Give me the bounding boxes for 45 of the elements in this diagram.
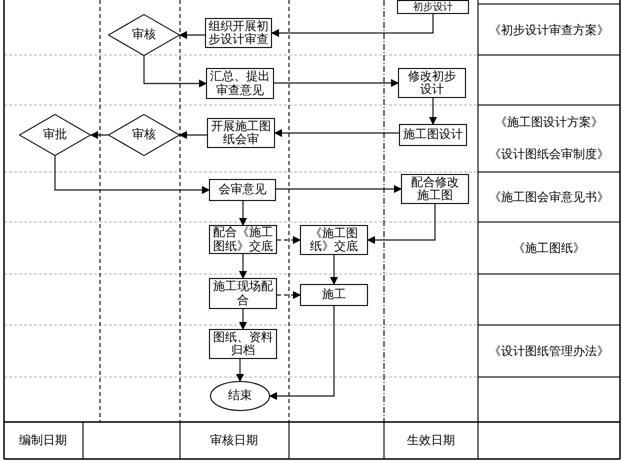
footer-label: 审核日期 [210, 432, 258, 448]
process-box: 组织开展初步设计审查 [205, 18, 272, 48]
arrow [429, 98, 437, 125]
process-box: 《施工图纸》交底 [300, 225, 368, 255]
document-name: 《初步设计审查方案》 [489, 22, 609, 38]
process-box: 施工 [300, 284, 368, 306]
footer-label: 生效日期 [407, 432, 455, 448]
document-name: 《施工图设计方案》 [495, 114, 603, 130]
process-box: 会审意见 [209, 179, 276, 201]
process-box: 修改初步设计 [398, 68, 466, 98]
arrow [143, 56, 207, 88]
arrow [239, 254, 247, 279]
arrow [271, 14, 434, 37]
arrow [179, 31, 205, 39]
decision-diamond: 审批 [19, 114, 91, 156]
decision-diamond: 审核 [108, 14, 180, 56]
decision-diamond: 审核 [108, 114, 180, 156]
process-box: 施工现场配合 [209, 278, 277, 309]
arrow [274, 129, 399, 137]
arrow [239, 309, 247, 330]
arrow [274, 79, 399, 87]
document-name: 《设计图纸会审制度》 [489, 146, 609, 162]
process-box: 汇总、提出审查意见 [206, 68, 274, 99]
end-ellipse: 结束 [210, 381, 270, 411]
arrow [367, 204, 436, 244]
process-box: 施工图设计 [399, 124, 467, 146]
process-box: 初步设计 [397, 0, 469, 14]
arrow [330, 255, 338, 285]
arrow [276, 185, 402, 193]
arrow [54, 156, 210, 194]
process-box: 配合修改施工图 [401, 174, 469, 204]
arrow [277, 291, 301, 299]
document-name: 《设计图纸管理办法》 [489, 342, 609, 360]
arrow [236, 359, 244, 382]
arrow [269, 306, 335, 400]
footer-label: 编制日期 [19, 432, 67, 448]
arrow [90, 131, 108, 139]
process-box: 开展施工图纸会审 [207, 118, 275, 148]
arrow [239, 201, 247, 226]
arrow [179, 131, 207, 139]
process-box: 配合《施工图纸》交底 [209, 225, 277, 254]
process-box: 图纸、资料归档 [209, 329, 277, 359]
document-name: 《施工图纸》 [513, 240, 585, 256]
document-name: 《施工图会审意见书》 [489, 188, 609, 206]
arrow [277, 236, 301, 244]
